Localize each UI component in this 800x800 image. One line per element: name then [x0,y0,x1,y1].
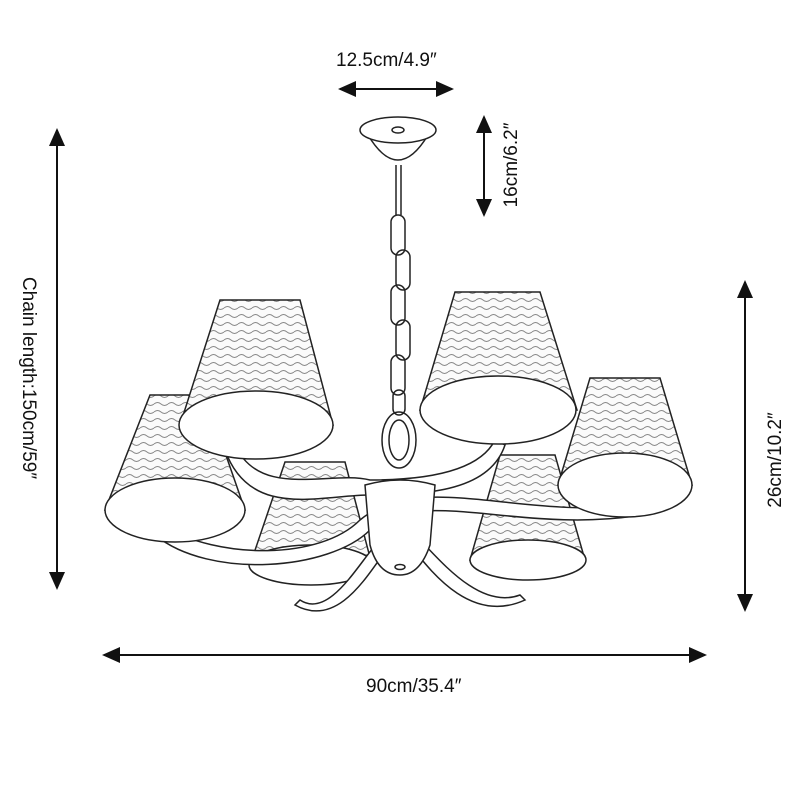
chandelier [103,116,694,612]
canopy-height-label: 16cm/6.2″ [501,122,522,208]
chain-length-label: Chain length:150cm/59″ [18,276,39,480]
overall-width-label: 90cm/35.4″ [366,676,462,697]
body-height-label: 26cm/10.2″ [765,412,786,508]
canopy-width-label: 12.5cm/4.9″ [336,50,437,71]
